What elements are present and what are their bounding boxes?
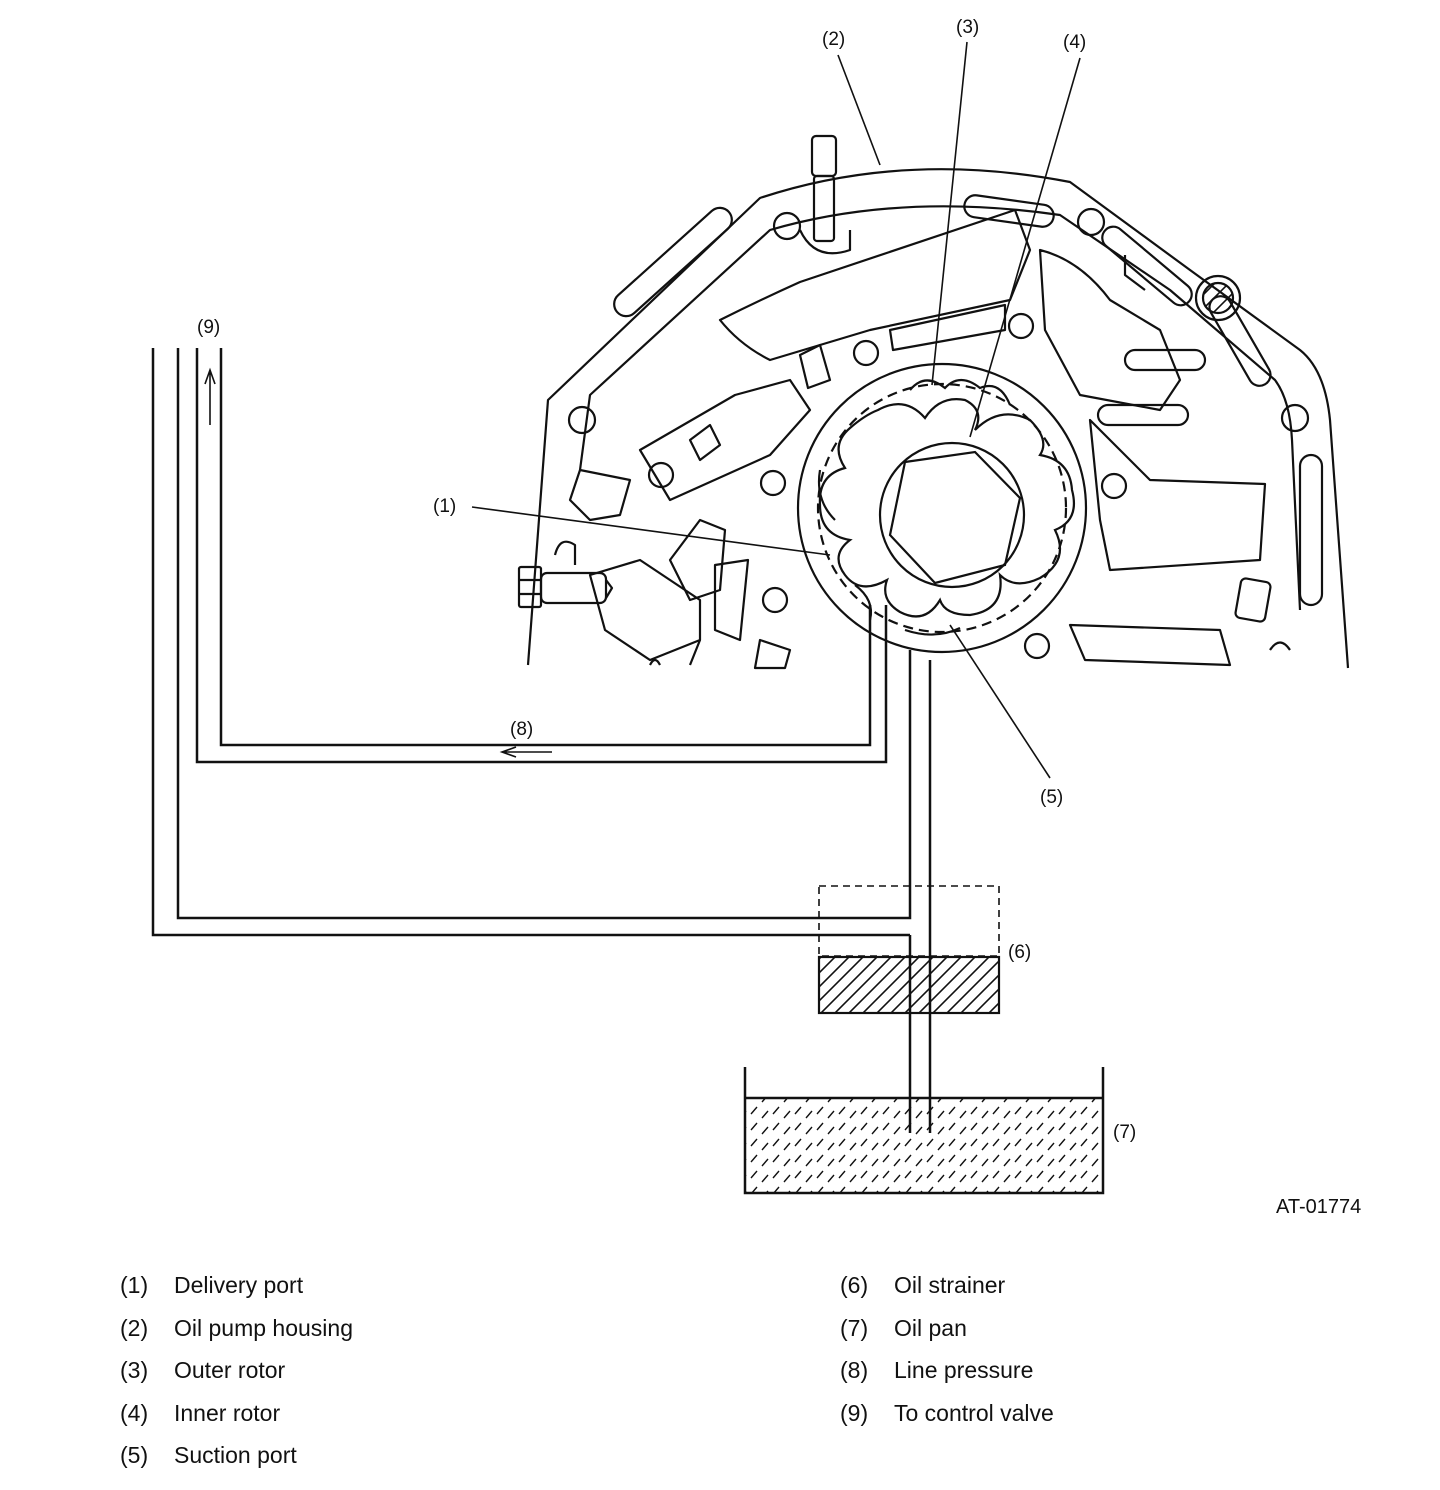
- up-arrow-icon: [204, 367, 216, 425]
- legend-item: (5) Suction port: [120, 1442, 353, 1485]
- callout-8: (8): [510, 719, 533, 740]
- legend-label: Oil pan: [894, 1314, 967, 1341]
- legend-num: (5): [120, 1442, 149, 1468]
- rotor-assembly: [796, 362, 1088, 654]
- legend-num: (3): [120, 1357, 149, 1383]
- callout-5: (5): [1040, 787, 1063, 808]
- callout-3: (3): [956, 17, 979, 38]
- callout-4: (4): [1063, 32, 1086, 53]
- legend-item: (8) Line pressure: [840, 1357, 1054, 1400]
- legend-num: (2): [120, 1314, 149, 1341]
- legend-right: (6) Oil strainer (7) Oil pan (8) Line pr…: [840, 1272, 1054, 1442]
- legend-item: (2) Oil pump housing: [120, 1315, 353, 1358]
- oil-strainer: [817, 885, 1001, 1015]
- legend-num: (1): [120, 1272, 149, 1298]
- leader-lines: [471, 41, 1081, 779]
- callout-6: (6): [1008, 942, 1031, 963]
- legend-label: Suction port: [174, 1442, 297, 1468]
- figure-id: AT-01774: [1276, 1196, 1362, 1218]
- line-pressure-line-inner: [219, 348, 872, 747]
- legend-label: Line pressure: [894, 1357, 1034, 1383]
- legend-num: (8): [840, 1357, 869, 1383]
- oil-pump-housing: [517, 134, 1350, 670]
- legend-left: (1) Delivery port (2) Oil pump housing (…: [120, 1272, 353, 1485]
- callout-9: (9): [197, 317, 220, 338]
- flow-arrows: [204, 367, 552, 758]
- outer-rotor: [816, 382, 1068, 634]
- legend-label: To control valve: [894, 1399, 1054, 1426]
- callouts: (1) (2) (3) (4) (5) (6) (7) (8) (9): [197, 17, 1136, 1143]
- legend-item: (6) Oil strainer: [840, 1272, 1054, 1315]
- callout-2: (2): [822, 29, 845, 50]
- legend-item: (7) Oil pan: [840, 1315, 1054, 1358]
- legend-num: (4): [120, 1399, 149, 1426]
- legend-num: (9): [840, 1399, 869, 1426]
- suction-line-1: [176, 348, 912, 920]
- legend-label: Delivery port: [174, 1272, 304, 1298]
- legend-item: (1) Delivery port: [120, 1272, 353, 1315]
- inner-rotor: [818, 398, 1076, 618]
- suction-line-2: [151, 348, 910, 937]
- drive-hub: [888, 450, 1022, 585]
- legend-label: Inner rotor: [174, 1399, 281, 1426]
- legend-item: (4) Inner rotor: [120, 1400, 353, 1443]
- hydraulic-circuit: [151, 348, 932, 1133]
- oil-pump-diagram: (1) (2) (3) (4) (5) (6) (7) (8) (9): [151, 17, 1350, 1195]
- pump-bore: [796, 362, 1088, 654]
- oil-pan: [743, 1067, 1105, 1195]
- legend-num: (6): [840, 1272, 869, 1298]
- legend-item: (3) Outer rotor: [120, 1357, 353, 1400]
- legend-num: (7): [840, 1314, 869, 1341]
- legend-item: (9) To control valve: [840, 1400, 1054, 1443]
- legend-label: Outer rotor: [174, 1357, 286, 1383]
- legend-label: Oil pump housing: [174, 1314, 353, 1341]
- line-pressure-line-outer: [195, 348, 888, 764]
- callout-7: (7): [1113, 1122, 1136, 1143]
- legend-label: Oil strainer: [894, 1272, 1006, 1298]
- left-arrow-icon: [499, 746, 552, 758]
- callout-1: (1): [433, 496, 456, 517]
